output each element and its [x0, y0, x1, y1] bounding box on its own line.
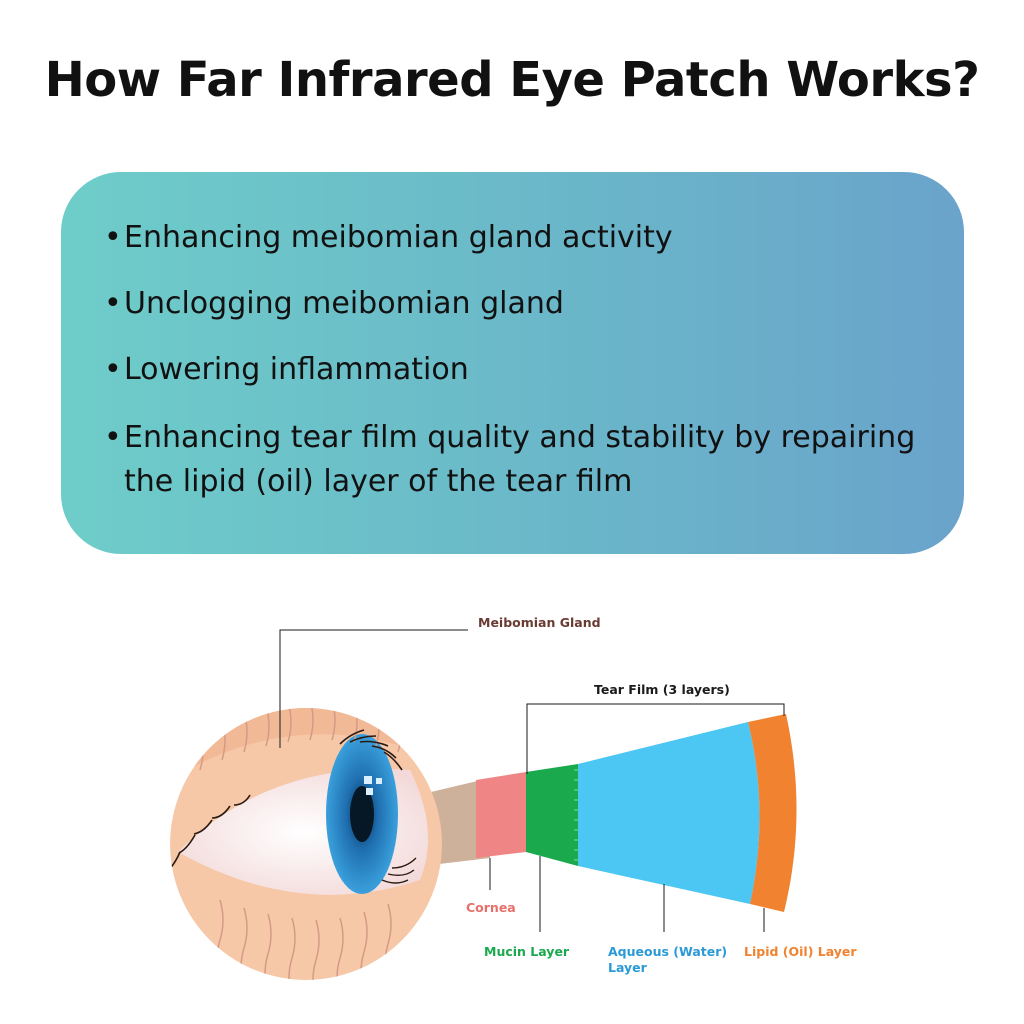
cornea-layer [476, 772, 526, 858]
meibomian-gland-label: Meibomian Gland [478, 615, 601, 630]
eye-illustration [170, 708, 442, 980]
benefit-item: Enhancing meibomian gland activity [104, 216, 954, 260]
leader-lines [279, 629, 785, 932]
page-title: How Far Infrared Eye Patch Works? [44, 52, 980, 108]
lipid-layer-label: Lipid (Oil) Layer [744, 944, 857, 959]
mucin-layer [526, 764, 578, 866]
benefit-item: Unclogging meibomian gland [104, 282, 954, 326]
lipid-layer [748, 714, 797, 912]
benefit-item: Enhancing tear film quality and stabilit… [104, 416, 954, 504]
benefit-item: Lowering inflammation [104, 348, 954, 392]
eye-tear-film-diagram: Meibomian Gland Tear Film (3 layers) Cor… [170, 615, 857, 980]
aqueous-layer-label-line2: Layer [608, 960, 648, 975]
tear-film-label: Tear Film (3 layers) [594, 682, 730, 697]
mucin-layer-label: Mucin Layer [484, 944, 570, 959]
cornea-label: Cornea [466, 900, 516, 915]
aqueous-layer-label-line1: Aqueous (Water) [608, 944, 727, 959]
aqueous-layer [578, 722, 760, 904]
